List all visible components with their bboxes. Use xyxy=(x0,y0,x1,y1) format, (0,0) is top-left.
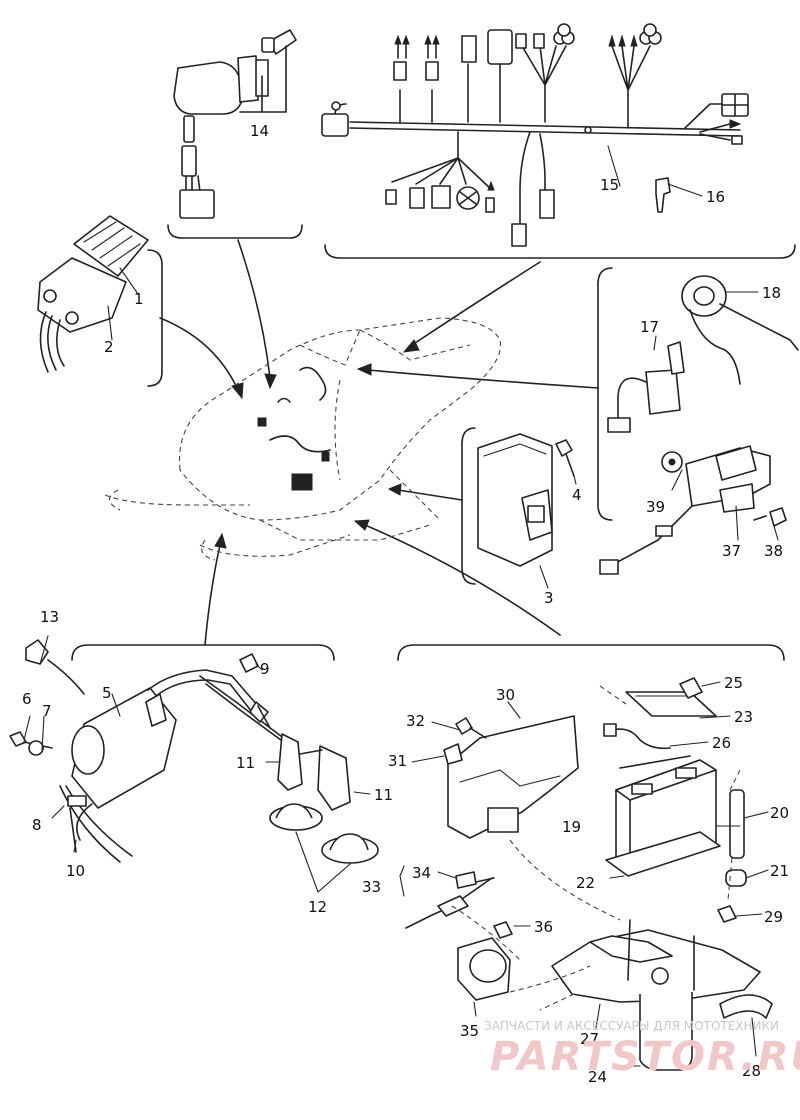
callout-32: 32 xyxy=(406,712,425,730)
callout-11b: 11 xyxy=(374,786,393,804)
callout-20: 20 xyxy=(770,804,789,822)
watermark-tagline: ЗАПЧАСТИ И АКСЕССУАРЫ ДЛЯ МОТОТЕХНИКИ xyxy=(484,1019,779,1033)
callout-9: 9 xyxy=(260,660,270,678)
callout-27: 27 xyxy=(580,1030,599,1048)
callout-26: 26 xyxy=(712,734,731,752)
callout-36: 36 xyxy=(534,918,553,936)
callout-23: 23 xyxy=(734,708,753,726)
callout-5: 5 xyxy=(102,684,112,702)
battery-assembly xyxy=(405,677,773,1071)
callout-12: 12 xyxy=(308,898,327,916)
callout-11a: 11 xyxy=(236,754,255,772)
callout-15: 15 xyxy=(600,176,619,194)
leader-lines xyxy=(23,145,779,1067)
callout-1: 1 xyxy=(134,290,144,308)
callout-28: 28 xyxy=(742,1062,761,1080)
callout-30: 30 xyxy=(496,686,515,704)
callout-39: 39 xyxy=(646,498,665,516)
callout-labels: 1 2 3 4 5 6 7 8 9 10 11 11 12 13 14 15 1… xyxy=(22,122,789,1086)
pointer-arrows xyxy=(159,239,599,646)
callout-6: 6 xyxy=(22,690,32,708)
callout-19: 19 xyxy=(562,818,581,836)
watermark-site: PARTSTOR.RU xyxy=(490,1034,800,1080)
callout-22: 22 xyxy=(576,874,595,892)
relay-assembly xyxy=(599,445,787,575)
callout-34: 34 xyxy=(412,864,431,882)
sensor-18 xyxy=(681,275,799,385)
callout-7: 7 xyxy=(42,702,52,720)
snowmobile-outline xyxy=(104,317,502,561)
callout-24: 24 xyxy=(588,1068,607,1086)
switch-cover-and-switch xyxy=(37,215,149,373)
ignition-coil-assembly xyxy=(9,639,379,864)
callout-2: 2 xyxy=(104,338,114,356)
callout-35: 35 xyxy=(460,1022,479,1040)
callout-21: 21 xyxy=(770,862,789,880)
callout-37: 37 xyxy=(722,542,741,560)
main-switch-assembly xyxy=(173,29,297,219)
callout-8: 8 xyxy=(32,816,42,834)
callout-18: 18 xyxy=(762,284,781,302)
watermark: ЗАПЧАСТИ И АКСЕССУАРЫ ДЛЯ МОТОТЕХНИКИ PA… xyxy=(484,1019,800,1080)
group-brackets xyxy=(71,224,796,661)
callout-13: 13 xyxy=(40,608,59,626)
callout-38: 38 xyxy=(764,542,783,560)
callout-17: 17 xyxy=(640,318,659,336)
callout-29: 29 xyxy=(764,908,783,926)
callout-4: 4 xyxy=(572,486,582,504)
callout-25: 25 xyxy=(724,674,743,692)
wire-harness xyxy=(321,23,749,247)
callout-16: 16 xyxy=(706,188,725,206)
callout-10: 10 xyxy=(66,862,85,880)
callout-3: 3 xyxy=(544,589,554,607)
regulator xyxy=(477,433,575,567)
key xyxy=(655,177,671,213)
callout-31: 31 xyxy=(388,752,407,770)
switch-17 xyxy=(607,341,685,433)
callout-33: 33 xyxy=(362,878,381,896)
callout-14: 14 xyxy=(250,122,269,140)
